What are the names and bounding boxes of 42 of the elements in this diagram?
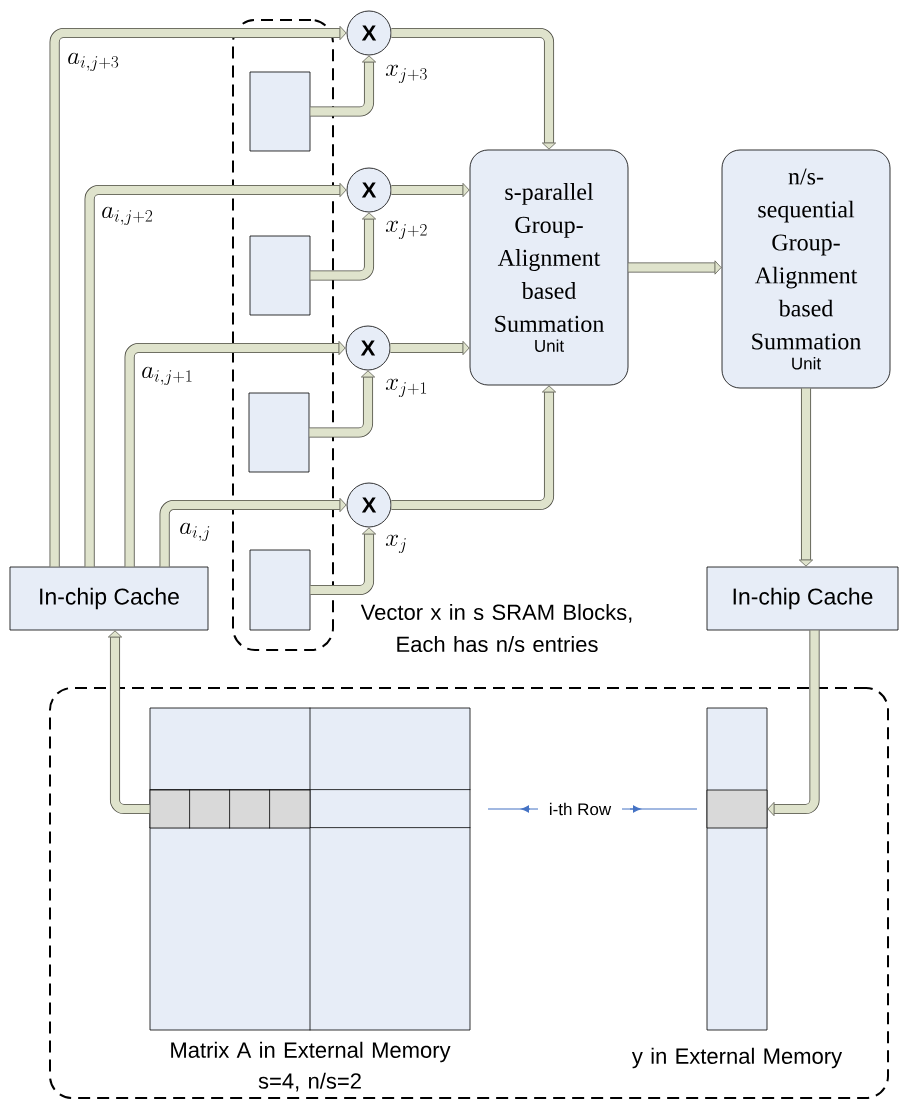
fat-arrow — [159, 497, 347, 567]
fat-arrow — [391, 27, 557, 150]
row-label: i-th Row — [550, 802, 612, 816]
fat-arrow — [390, 340, 470, 356]
fat-arrow — [49, 25, 347, 567]
matrix-drawing — [149, 707, 471, 1031]
edge-label: $a_{i,j+2}$ — [102, 206, 153, 226]
fat-arrow — [309, 370, 376, 438]
sram-block — [249, 235, 311, 316]
summation-unit-box: n/s-sequential Group-Alignment based Summation Unit — [721, 149, 891, 389]
edge-label: $x_{j+1}$ — [385, 378, 427, 398]
fat-arrow — [310, 55, 377, 117]
edge-label: $a_{i,j+1}$ — [142, 366, 192, 386]
fat-arrow — [391, 385, 557, 511]
node-label: y in External Memory — [631, 1047, 843, 1069]
edge-label: $a_{i,j+3}$ — [68, 52, 119, 72]
fat-arrow — [310, 527, 377, 596]
fat-arrow — [767, 630, 820, 817]
fat-arrow — [124, 340, 346, 567]
fat-arrow — [628, 260, 722, 275]
node-label: Matrix A in External Memory — [171, 1041, 451, 1063]
edge-label: $x_{j+3}$ — [385, 64, 427, 84]
fat-arrow — [391, 183, 470, 197]
external-memory-group — [49, 687, 889, 1099]
cache-box: In-chip Cache — [706, 566, 899, 631]
fat-arrow — [108, 630, 150, 815]
node-label: s=4, n/s=2 — [258, 1072, 361, 1092]
fat-arrow — [799, 388, 814, 567]
sram-block — [248, 392, 310, 473]
cache-box: In-chip Cache — [9, 566, 209, 631]
sram-block — [249, 71, 311, 152]
edge-label: $x_{j+2}$ — [385, 220, 427, 240]
sram-block — [249, 549, 311, 631]
summation-unit-box: s-parallel Group-Alignment based Summation Unit — [469, 149, 629, 386]
sram-group — [232, 19, 334, 651]
fat-arrow — [84, 183, 347, 567]
vector-cell — [706, 789, 768, 829]
edge-label: $x_{j}$ — [385, 534, 406, 554]
node-label: Vector x in s SRAM Blocks, Each has n/s entries — [360, 603, 632, 653]
matrix-row — [149, 789, 311, 829]
fat-arrow — [310, 212, 377, 281]
edge-label: $a_{i,j}$ — [180, 522, 210, 542]
